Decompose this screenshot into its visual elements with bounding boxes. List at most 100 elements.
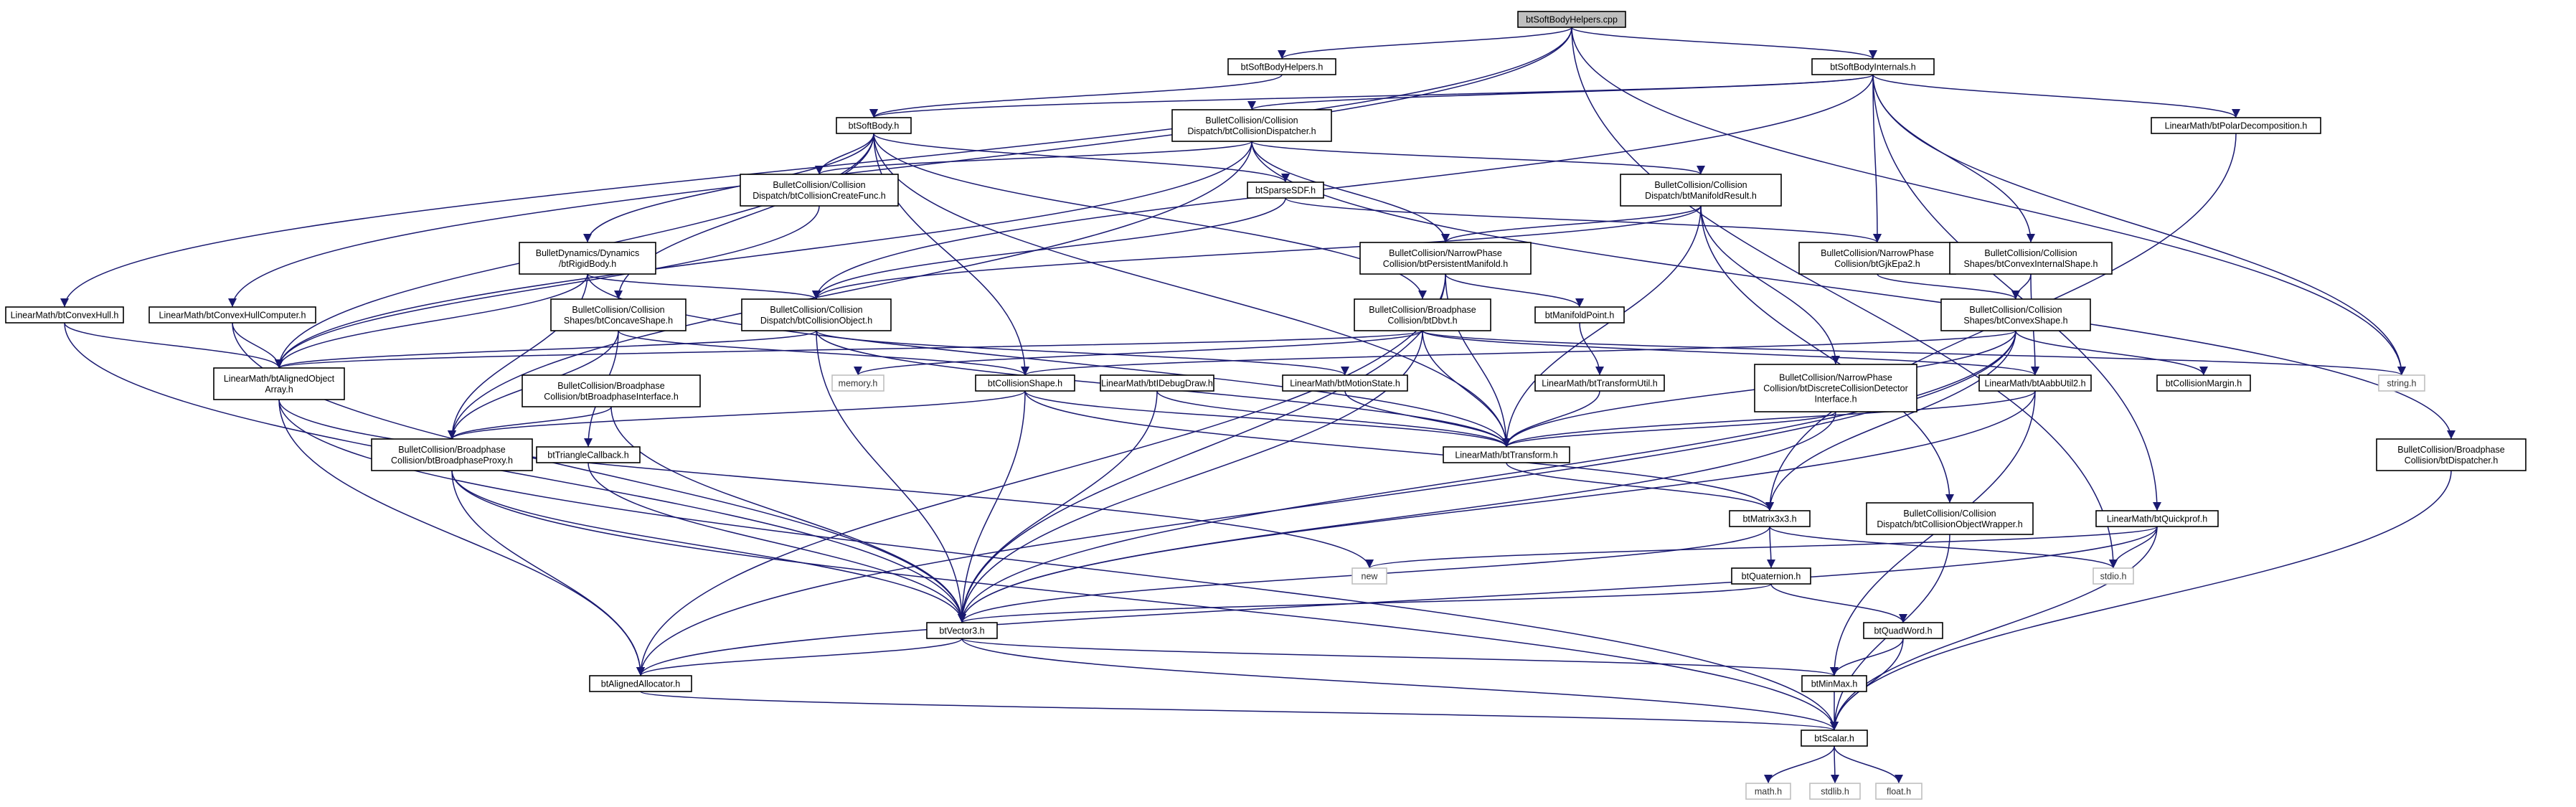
node-btsparsesdf-h[interactable]: btSparseSDF.h: [1247, 181, 1324, 199]
edge-internals_h-to-string_h: [1872, 74, 2406, 376]
node-btvector3-h[interactable]: btVector3.h: [926, 622, 998, 639]
node-bulletcollision-collision-dispatch-btcollisioncreatefunc-h[interactable]: BulletCollision/CollisionDispatch/btColl…: [740, 174, 899, 207]
edge-colldisp_h-to-manifoldres_h: [1251, 141, 1705, 175]
node-linearmath-btidebugdraw-h[interactable]: LinearMath/btIDebugDraw.h: [1100, 374, 1214, 392]
node-linearmath-btpolardecomposition-h[interactable]: LinearMath/btPolarDecomposition.h: [2151, 117, 2321, 134]
node-btmatrix3x3-h[interactable]: btMatrix3x3.h: [1729, 510, 1811, 527]
edge-vector3_h-to-scalar_h: [961, 638, 1839, 731]
node-label: Collision/btBroadphaseInterface.h: [544, 392, 679, 402]
node-btsoftbodyhelpers-cpp[interactable]: btSoftBodyHelpers.cpp: [1517, 11, 1626, 28]
edge-dbvt_h-to-alignedarray_h: [275, 330, 1423, 369]
node-box: [831, 374, 884, 392]
node-bulletcollision-collision-dispatch-btcollisionobjectwrapper-h[interactable]: BulletCollision/CollisionDispatch/btColl…: [1866, 502, 2034, 535]
node-label: btMinMax.h: [1811, 679, 1858, 689]
edge-manifoldres_h-to-objwrapper_h: [1700, 205, 1954, 504]
node-bulletcollision-narrowphase-collision-btpersistentmanifold-h[interactable]: BulletCollision/NarrowPhaseCollision/btP…: [1359, 242, 1532, 275]
node-label: Shapes/btConcaveShape.h: [564, 316, 673, 326]
edge-softbody_h-to-rigidbody_h: [583, 133, 874, 243]
node-btalignedallocator-h[interactable]: btAlignedAllocator.h: [589, 675, 692, 692]
node-label: Shapes/btConvexShape.h: [1963, 316, 2067, 326]
node-btscalar-h[interactable]: btScalar.h: [1801, 730, 1868, 747]
node-btsoftbody-h[interactable]: btSoftBody.h: [836, 117, 912, 134]
node-box: [1798, 242, 1956, 275]
node-linearmath-bttransform-h[interactable]: LinearMath/btTransform.h: [1443, 446, 1570, 463]
node-box: [1517, 11, 1626, 28]
node-btminmax-h[interactable]: btMinMax.h: [1801, 675, 1867, 692]
edge-scalar_h-to-math_h: [1764, 745, 1835, 784]
node-string-h: string.h: [2378, 374, 2425, 392]
node-bulletcollision-collision-dispatch-btmanifoldresult-h[interactable]: BulletCollision/CollisionDispatch/btMani…: [1620, 174, 1782, 207]
node-bulletcollision-collision-dispatch-btcollisionobject-h[interactable]: BulletCollision/CollisionDispatch/btColl…: [741, 298, 892, 331]
node-bulletcollision-broadphase-collision-btdispatcher-h[interactable]: BulletCollision/BroadphaseCollision/btDi…: [2376, 438, 2527, 471]
node-linearmath-btconvexhull-h[interactable]: LinearMath/btConvexHull.h: [5, 306, 124, 324]
node-linearmath-btaabbutil2-h[interactable]: LinearMath/btAabbUtil2.h: [1978, 374, 2092, 392]
node-label: BulletDynamics/Dynamics: [536, 248, 639, 258]
edge-discretecd_h-to-transform_h: [1502, 411, 1836, 448]
node-bulletcollision-broadphase-collision-btdbvt-h[interactable]: BulletCollision/BroadphaseCollision/btDb…: [1354, 298, 1491, 331]
node-linearmath-btmotionstate-h[interactable]: LinearMath/btMotionState.h: [1282, 374, 1408, 392]
node-bulletcollision-collision-dispatch-btcollisiondispatcher-h[interactable]: BulletCollision/CollisionDispatch/btColl…: [1171, 109, 1332, 142]
node-label: btSoftBodyInternals.h: [1830, 62, 1916, 72]
node-box: [536, 446, 641, 463]
node-linearmath-bttransformutil-h[interactable]: LinearMath/btTransformUtil.h: [1534, 374, 1665, 392]
node-btcollisionshape-h[interactable]: btCollisionShape.h: [975, 374, 1075, 392]
edge-quadword_h-to-scalar_h: [1830, 638, 1904, 731]
node-linearmath-btquickprof-h[interactable]: LinearMath/btQuickprof.h: [2095, 510, 2219, 527]
edge-internals_h-to-collobj_h: [812, 74, 1874, 300]
node-bulletcollision-collision-shapes-btconvexinternalshape-h[interactable]: BulletCollision/CollisionShapes/btConvex…: [1949, 242, 2113, 275]
node-box: [2095, 510, 2219, 527]
node-label: BulletCollision/Collision: [1654, 180, 1747, 190]
node-box: [1863, 622, 1943, 639]
node-btquadword-h[interactable]: btQuadWord.h: [1863, 622, 1943, 639]
node-label: LinearMath/btPolarDecomposition.h: [2165, 121, 2308, 131]
node-bulletcollision-collision-shapes-btconcaveshape-h[interactable]: BulletCollision/CollisionShapes/btConcav…: [550, 298, 687, 331]
node-btsoftbodyinternals-h[interactable]: btSoftBodyInternals.h: [1811, 58, 1935, 75]
node-label: LinearMath/btTransformUtil.h: [1542, 379, 1657, 389]
edge-aabbutil_h-to-transform_h: [1502, 390, 2036, 448]
node-label: Collision/btDispatcher.h: [2405, 456, 2499, 466]
node-bulletcollision-narrowphase-collision-btdiscretecollisiondetector-interface-h[interactable]: BulletCollision/NarrowPhaseCollision/btD…: [1754, 364, 1917, 412]
edge-internals_h-to-convexinternal_h: [1872, 74, 2035, 243]
edge-sparsesdf_h-to-gjkepa2_h: [1285, 197, 1882, 243]
node-linearmath-btconvexhullcomputer-h[interactable]: LinearMath/btConvexHullComputer.h: [148, 306, 316, 324]
edge-softbody_h-to-dbvt_h: [873, 133, 1427, 300]
node-box: [213, 367, 345, 400]
node-label: float.h: [1887, 787, 1911, 797]
node-box: [1534, 374, 1665, 392]
node-btcollisionmargin-h[interactable]: btCollisionMargin.h: [2156, 374, 2251, 392]
edge-trianglecb_h-to-vector3_h: [588, 462, 966, 623]
node-label: BulletCollision/NarrowPhase: [1821, 248, 1934, 258]
edge-colldisp_h-to-alignedarray_h: [275, 141, 1252, 369]
node-box: [1745, 783, 1791, 800]
node-label: Dispatch/btCollisionObjectWrapper.h: [1877, 519, 2022, 529]
node-label: LinearMath/btMotionState.h: [1290, 379, 1400, 389]
node-label: btSoftBody.h: [849, 121, 900, 131]
edge-dbvt_h-to-aabbutil_h: [1422, 330, 2039, 376]
node-label: LinearMath/btQuickprof.h: [2107, 514, 2207, 524]
edge-quaternion_h-to-quadword_h: [1770, 583, 1907, 623]
node-bulletdynamics-dynamics-btrigidbody-h[interactable]: BulletDynamics/Dynamics/btRigidBody.h: [519, 242, 656, 275]
node-label: LinearMath/btConvexHullComputer.h: [159, 311, 306, 321]
node-label: btAlignedAllocator.h: [601, 679, 681, 689]
node-memory-h: memory.h: [831, 374, 884, 392]
node-box: [1351, 567, 1387, 585]
node-box: [926, 622, 998, 639]
node-btsoftbodyhelpers-h[interactable]: btSoftBodyHelpers.h: [1227, 58, 1336, 75]
node-bulletcollision-collision-shapes-btconvexshape-h[interactable]: BulletCollision/CollisionShapes/btConvex…: [1940, 298, 2091, 331]
node-bulletcollision-narrowphase-collision-btgjkepa2-h[interactable]: BulletCollision/NarrowPhaseCollision/btG…: [1798, 242, 1956, 275]
node-bulletcollision-broadphase-collision-btbroadphaseinterface-h[interactable]: BulletCollision/BroadphaseCollision/btBr…: [522, 374, 701, 407]
edge-bpproxy_h-to-scalar_h: [451, 470, 1839, 731]
edge-scalar_h-to-float_h: [1834, 745, 1903, 784]
node-label: BulletCollision/Broadphase: [2397, 445, 2504, 455]
node-bttrianglecallback-h[interactable]: btTriangleCallback.h: [536, 446, 641, 463]
node-box: [741, 298, 892, 331]
edge-root-to-stdio_h: [1571, 27, 2118, 569]
edge-softbody_h-to-transform_h: [873, 133, 1511, 448]
edge-quickprof_h-to-alignedalloc_h: [636, 526, 2158, 676]
node-label: stdlib.h: [1821, 787, 1849, 797]
node-btmanifoldpoint-h[interactable]: btManifoldPoint.h: [1534, 306, 1625, 324]
node-btquaternion-h[interactable]: btQuaternion.h: [1731, 567, 1811, 585]
node-bulletcollision-broadphase-collision-btbroadphaseproxy-h[interactable]: BulletCollision/BroadphaseCollision/btBr…: [371, 438, 533, 471]
